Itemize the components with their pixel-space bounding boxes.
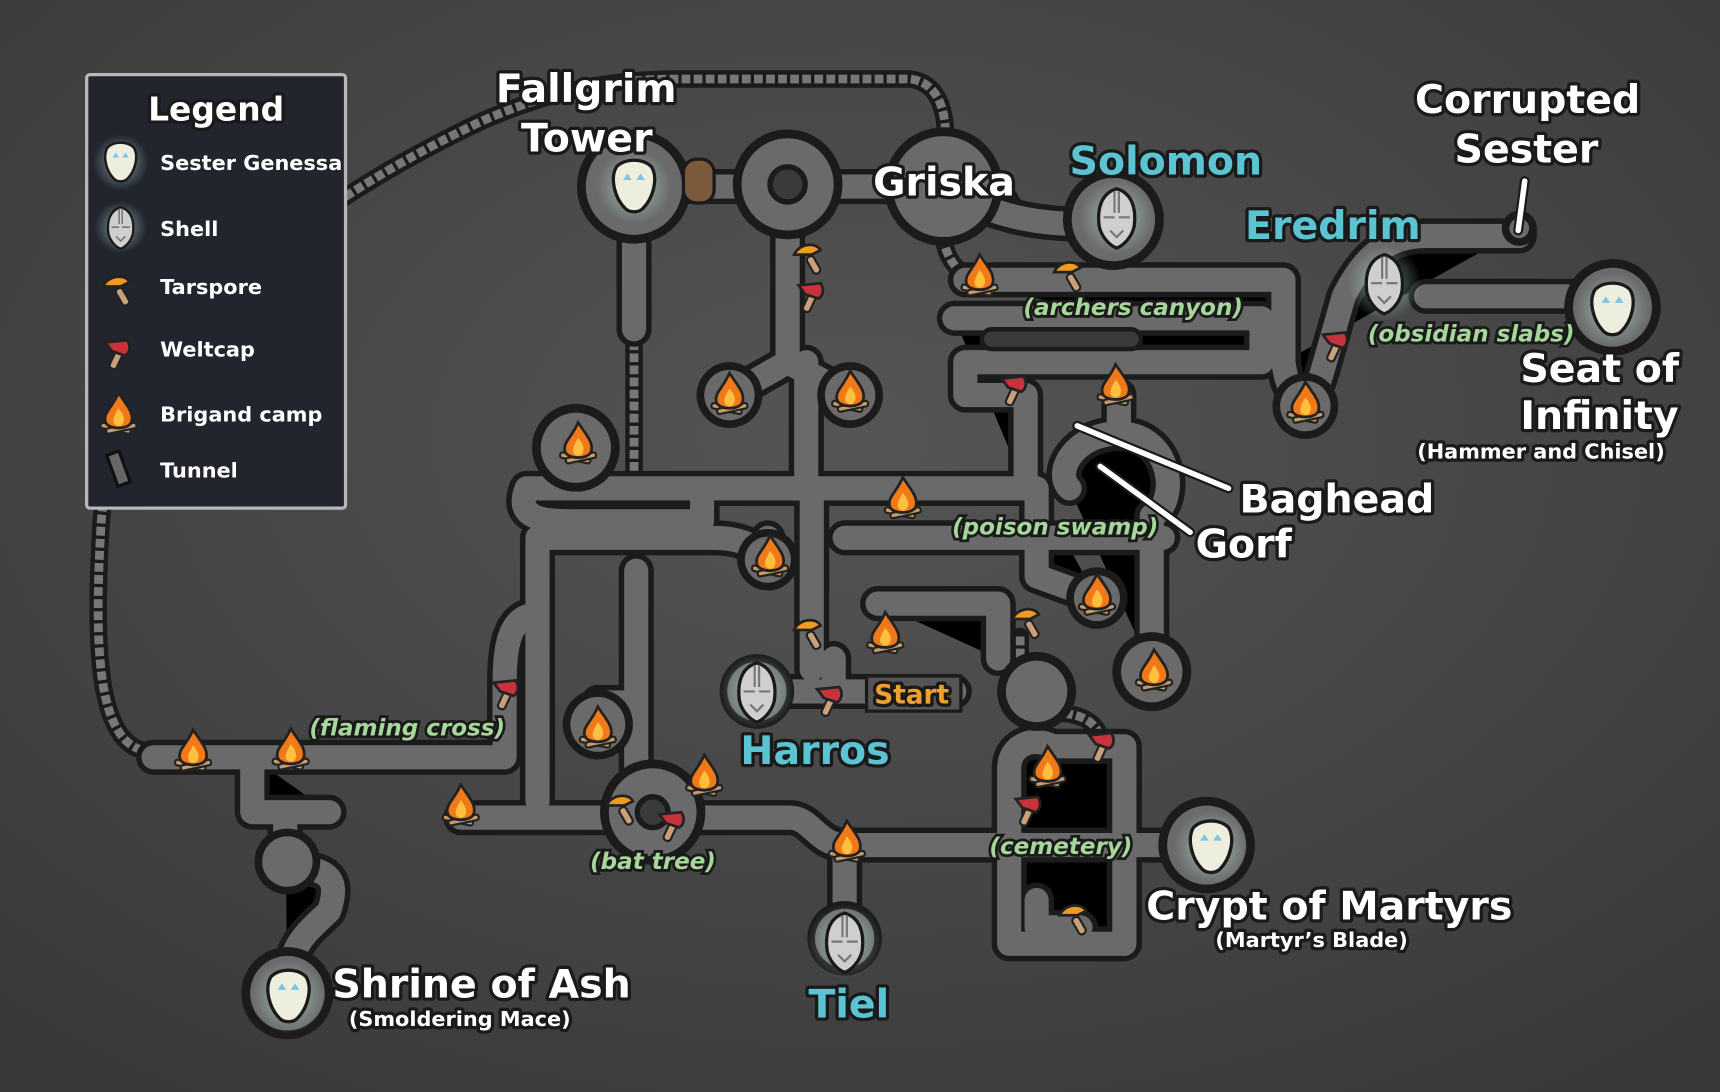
eredrim-label: Eredrim [1245, 203, 1421, 249]
legend-title: Legend [148, 90, 284, 129]
sester-genessa-icon [91, 133, 150, 192]
poison-swamp-label: (poison swamp) [952, 514, 1158, 540]
legend-label: Shell [160, 217, 218, 241]
legend-label: Sester Genessa [160, 151, 342, 175]
shell-icon[interactable] [805, 902, 884, 981]
seat-of-infinity-reward: (Hammer and Chisel) [1417, 440, 1664, 464]
pointer-lines [1072, 176, 1530, 538]
corrupted-sester-label-2: Sester [1455, 126, 1599, 172]
start-marker-box [864, 674, 963, 713]
shell-icon[interactable] [1345, 244, 1424, 323]
sester-genessa-icon[interactable] [249, 957, 328, 1036]
obsidian-slabs-label: (obsidian slabs) [1368, 321, 1575, 347]
archers-canyon-label: (archers canyon) [1023, 295, 1242, 321]
door-icon [681, 157, 716, 205]
solomon-label: Solomon [1070, 138, 1263, 184]
legend-label: Tunnel [160, 458, 238, 482]
sester-genessa-icon[interactable] [1172, 808, 1250, 887]
crypt-of-martyrs-label: Crypt of Martyrs [1146, 884, 1512, 930]
sester-genessa-icon[interactable] [1573, 270, 1652, 349]
bat-tree-label: (bat tree) [590, 849, 716, 875]
shrine-of-ash-label: Shrine of Ash [332, 962, 630, 1008]
seat-of-infinity-label-2: Infinity [1520, 393, 1679, 439]
griska-label: Griska [873, 159, 1015, 205]
baghead-label: Baghead [1240, 477, 1435, 523]
shell-icon [93, 199, 148, 255]
start-label: Start [874, 680, 949, 710]
tunnel-icon [104, 448, 133, 489]
flaming-cross-label: (flaming cross) [309, 715, 505, 741]
legend-label: Weltcap [160, 338, 255, 362]
legend-panel: Legend Sester Genessa Shell Tarspore Wel… [85, 72, 348, 510]
fallgrim-tower-label-2: Tower [521, 115, 653, 161]
fallgrim-tower-label: Fallgrim [496, 66, 677, 112]
crypt-of-martyrs-reward: (Martyr’s Blade) [1215, 928, 1407, 952]
legend-label: Tarspore [160, 275, 262, 299]
corrupted-sester-label: Corrupted [1415, 77, 1640, 123]
tiel-label: Tiel [808, 981, 889, 1027]
legend-label: Brigand camp [160, 402, 322, 426]
seat-of-infinity-label: Seat of [1520, 346, 1680, 392]
gorf-label: Gorf [1196, 522, 1293, 568]
shrine-of-ash-reward: (Smoldering Mace) [349, 1007, 571, 1031]
shell-icon[interactable] [1077, 178, 1156, 257]
shell-icon[interactable] [717, 652, 796, 731]
harros-label: Harros [740, 728, 889, 774]
cemetery-label: (cemetery) [989, 834, 1132, 860]
